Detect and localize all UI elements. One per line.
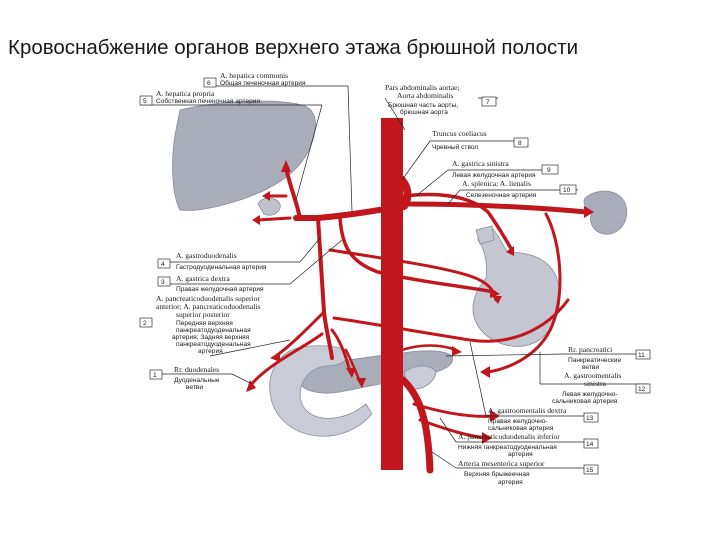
arrowhead-stomach-3 — [492, 296, 502, 304]
label-10-latin: A. splenica; A. lienalis — [462, 179, 531, 188]
labels: A. hepatica communis Общая печеночная ар… — [156, 71, 621, 486]
label-9-latin: A. gastrica sinistra — [452, 159, 509, 168]
label-10-ru: Селезеночная артерия — [466, 192, 537, 199]
label-13-ru-2: сальниковая артерия — [488, 425, 554, 432]
proper-hepatic-artery — [284, 166, 302, 220]
right-gastric-artery — [338, 216, 496, 294]
num-12: 12 — [638, 386, 646, 393]
liver — [172, 100, 316, 211]
arrowhead-duodenum-2 — [270, 352, 280, 362]
label-5-ru: Собственная печеночная артерия — [156, 97, 260, 105]
inf-pancreaticoduodenal-artery — [412, 402, 496, 418]
label-15-latin: Arteria mesenterica superior — [458, 459, 545, 468]
number-boxes — [139, 77, 651, 475]
label-15-ru-2: артерия — [498, 479, 523, 486]
number-box-labels: 6 5 7 8 9 10 4 3 2 1 11 12 13 14 15 — [143, 80, 646, 474]
pancreatic-branch — [400, 344, 458, 352]
label-6-latin: A. hepatica communis — [220, 71, 288, 80]
label-7-ru-2: брюшная аорта — [400, 108, 448, 116]
label-11-ru-1: Панкреатические — [568, 357, 621, 364]
num-9: 9 — [547, 167, 551, 174]
label-14-latin: A. pancreaticoduodenalis inferior — [458, 432, 560, 441]
label-12-latin-2: sinistra — [584, 379, 607, 388]
label-1-latin: Rr. duodenales — [174, 365, 219, 374]
label-4-latin: A. gastroduodenalis — [176, 251, 237, 260]
num-3: 3 — [161, 279, 165, 286]
stomach — [472, 227, 561, 347]
arrowhead-pancreas-2 — [356, 378, 366, 388]
hepatic-branch-right — [256, 216, 292, 222]
label-2-ru-1: Передняя верхняя — [176, 320, 233, 327]
gda-lower-branch — [330, 328, 352, 374]
num-10: 10 — [563, 187, 571, 194]
label-4-ru: Гастродуоденальная артерия — [176, 264, 267, 271]
arrowhead-liver-3 — [252, 215, 260, 225]
num-8: 8 — [518, 140, 522, 147]
label-12-ru-1: Левая желудочно- — [562, 391, 618, 398]
num-7: 7 — [486, 99, 490, 106]
left-gastroomental-artery — [486, 212, 562, 374]
label-1-ru-1: Дуоденальные — [174, 377, 220, 384]
label-2-ru-3: артерия; Задняя верхняя — [172, 334, 250, 341]
arrowhead-duodenum-1 — [246, 380, 256, 392]
aorta — [381, 118, 403, 470]
label-13-latin: A. gastroomentalis dextra — [488, 406, 567, 415]
sup-pancreaticoduodenal-artery-2 — [248, 332, 324, 388]
num-6: 6 — [207, 80, 211, 87]
left-gastric-artery — [402, 192, 514, 252]
esophagus — [475, 225, 495, 245]
label-2-ru-4: панкреатодуоденальная — [176, 341, 251, 348]
label-3-latin: A. gastrica dextra — [176, 274, 230, 283]
num-4: 4 — [161, 261, 165, 268]
arrowhead-stomach-4 — [480, 366, 490, 378]
num-5: 5 — [143, 98, 147, 105]
smc-branch — [418, 418, 488, 440]
label-14-ru-2: артерия — [508, 451, 533, 458]
num-13: 13 — [586, 415, 594, 422]
superior-mesenteric-artery — [399, 376, 434, 474]
num-1: 1 — [153, 372, 157, 379]
label-2-latin-3: superior posterior — [176, 310, 230, 319]
arrowhead-pancreas-1 — [346, 368, 356, 378]
label-8-ru: Чревный ствол — [432, 143, 478, 151]
splenic-artery — [401, 201, 589, 215]
label-11-ru-2: ветви — [582, 364, 599, 371]
num-2: 2 — [143, 320, 147, 327]
num-14: 14 — [586, 441, 594, 448]
label-7-ru-1: Брюшная часть аорты, — [388, 102, 458, 109]
leader-lines — [140, 85, 648, 469]
num-11: 11 — [638, 352, 645, 359]
arrowhead-duo-low-2 — [482, 432, 492, 444]
label-9-ru: Левая желудочная артерия — [452, 172, 536, 179]
right-gastroomental-artery — [332, 298, 570, 343]
arrowhead-pancreatic — [452, 346, 462, 356]
arrowhead-liver-1 — [281, 160, 291, 172]
label-3-ru: Правая желудочная артерия — [176, 286, 264, 293]
label-12-latin-1: A. gastroomentalis — [564, 371, 621, 380]
label-14-ru-1: Нижняя ганкреатодуоденальная — [458, 444, 557, 451]
label-11-latin: Rr. pancreatici — [568, 345, 612, 354]
label-7-latin-2: Aorta abdominalis — [397, 91, 453, 100]
label-2-latin-1: A. pancreaticoduodenalis superior — [156, 294, 260, 303]
label-2-latin-2: anterior; A. pancreaticoduodenalis — [156, 302, 260, 311]
gallbladder — [257, 197, 281, 216]
label-5-latin: A. hepatica propria — [156, 89, 215, 98]
label-13-ru-1: Правая желудочно- — [488, 418, 548, 425]
label-7-latin-1: Pars abdominalis aortae; — [385, 83, 460, 92]
arrowhead-stomach-2 — [490, 288, 500, 298]
arrowhead-stomach-1 — [506, 246, 514, 256]
label-6-ru: Общая печеночная артерия — [220, 79, 306, 87]
label-1-ru-2: ветви — [186, 384, 203, 391]
label-2-ru-2: панкреатодуоденальная — [176, 327, 251, 334]
arrowhead-liver-2 — [262, 191, 270, 201]
arteries — [248, 118, 589, 474]
page-title: Кровоснабжение органов верхнего этажа бр… — [8, 36, 579, 59]
num-15: 15 — [586, 467, 594, 474]
label-8-latin: Truncus coeliacus — [432, 129, 487, 138]
label-15-ru-1: Верхняя брыжеечная — [464, 470, 530, 478]
label-2-ru-5: артерия — [198, 348, 223, 355]
label-12-ru-2: сальниковая артерия — [552, 398, 618, 405]
arrowhead-spleen — [584, 206, 594, 218]
